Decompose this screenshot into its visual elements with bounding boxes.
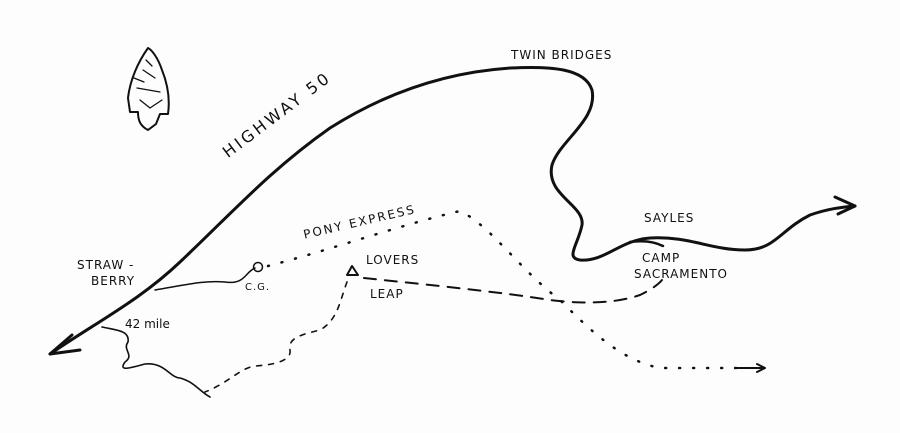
label-sayles: SAYLES <box>644 211 695 225</box>
42-mile-trail <box>101 326 211 398</box>
label-lovers: LOVERS <box>366 253 420 267</box>
label-campground: C.G. <box>245 282 271 293</box>
lovers-leap-south-trail <box>204 281 348 393</box>
label-leap: LEAP <box>370 287 404 301</box>
label-strawberry-2: BERRY <box>91 274 136 288</box>
camp-sacramento-spur <box>628 239 665 248</box>
pony-express-arrow-icon <box>734 363 766 373</box>
highway-east-arrow-icon <box>833 195 857 216</box>
label-42-mile: 42 mile <box>125 317 170 331</box>
arrowhead-icon <box>127 47 170 131</box>
label-camp: CAMP <box>642 251 681 265</box>
campground-marker <box>252 261 264 273</box>
highway-west-arrow-icon <box>48 333 82 356</box>
road-to-campground <box>154 267 256 291</box>
label-sacramento: SACRAMENTO <box>634 267 728 281</box>
label-strawberry-1: STRAW - <box>77 258 135 272</box>
lovers-leap-dashed-trail <box>363 277 663 304</box>
highway-50-road <box>48 65 857 356</box>
lovers-leap-marker-icon <box>346 265 359 276</box>
label-twin-bridges: TWIN BRIDGES <box>511 48 613 62</box>
